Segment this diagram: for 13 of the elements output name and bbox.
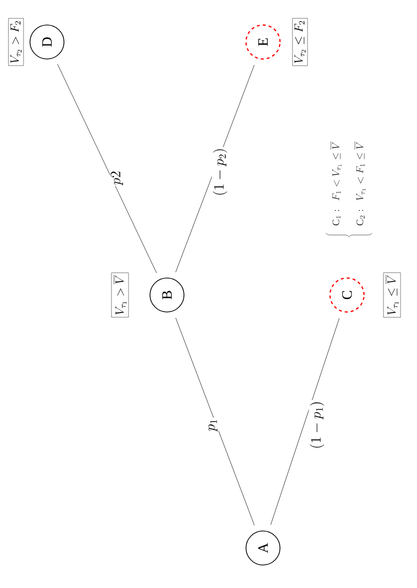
condition-text: $\mathrm{C}_1:\;\; F_1 < V_{\tau_1} \leq \overline{V}$ — [330, 142, 342, 226]
edge-label: $(1-p_1)$ — [308, 400, 326, 450]
condition-text: $\mathrm{C}_2:\;\; V_{\tau_1} < F_1 \leq \overline{V}$ — [354, 142, 366, 226]
branch-line — [270, 318, 340, 526]
edge-label: $p_1$ — [208, 418, 218, 432]
branch-line — [175, 318, 255, 526]
condition-box: $V_{\tau_2} \leq F_2$ — [292, 18, 308, 66]
edge-label: $(1-p_2)$ — [212, 147, 228, 197]
condition-box: $V_{\tau_1} \leq \overline{V}$ — [383, 272, 401, 318]
edge-label: $p2$ — [110, 170, 124, 186]
condition-box: $V_{\tau_1} > \overline{V}$ — [111, 272, 129, 318]
branch-line — [57, 64, 157, 274]
condition-box: $V_{\tau_2} > F_2$ — [8, 18, 24, 66]
